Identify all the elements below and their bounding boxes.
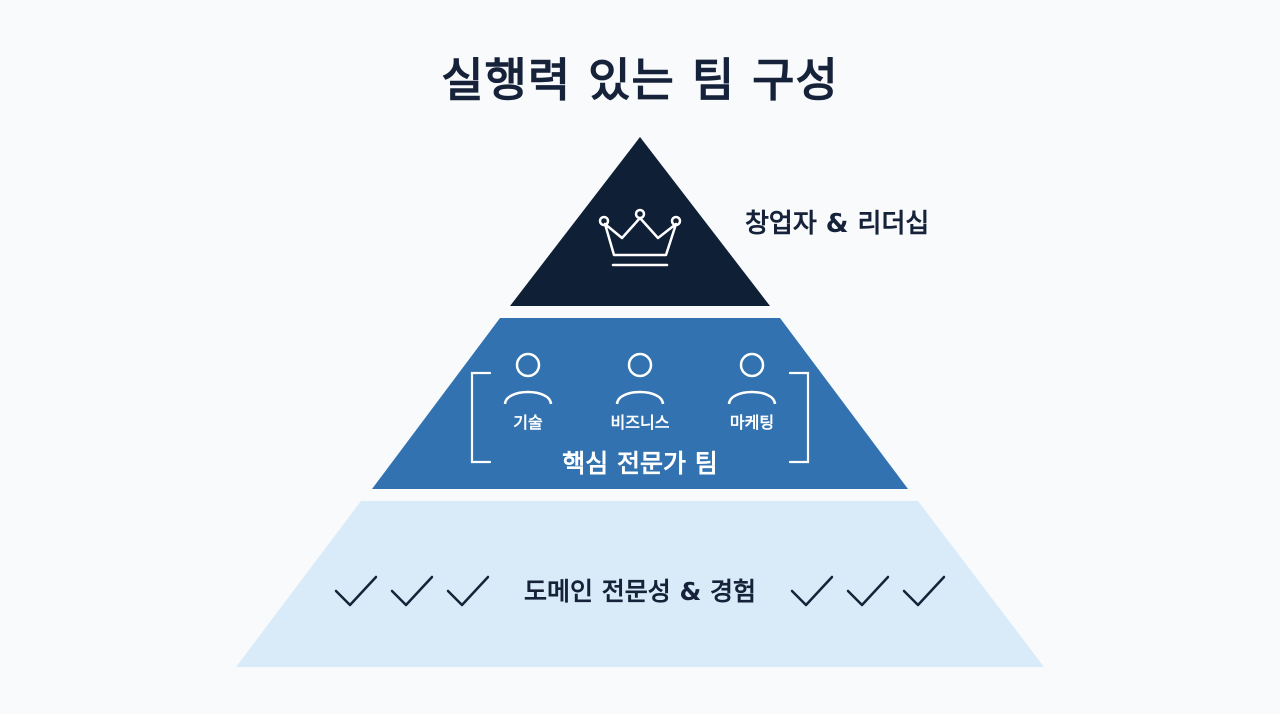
check-icon [902,575,946,607]
check-icon [334,575,378,607]
tier-middle-label: 핵심 전문가 팀 [562,449,717,478]
tier-bottom-label: 도메인 전문성 & 경험 [524,577,756,606]
member-label-tech: 기술 [513,413,543,432]
pyramid-tier-top [510,137,770,306]
team-bracket [470,371,810,464]
crown-icon [598,208,682,267]
check-icon [446,575,490,607]
page-title: 실행력 있는 팀 구성 [441,53,839,107]
person-icon [503,352,553,405]
tier-top-label: 창업자 & 리더십 [745,209,929,239]
person-icon [727,352,777,405]
member-label-business: 비즈니스 [611,413,670,432]
check-icon [846,575,890,607]
bracket-left [470,371,492,464]
check-icon [390,575,434,607]
pyramid-tier-bottom [236,501,1044,667]
pyramid-tier-middle [372,318,908,489]
person-icon [615,352,665,405]
check-icon [790,575,834,607]
member-label-marketing: 마케팅 [730,413,774,432]
bracket-right [788,371,810,464]
